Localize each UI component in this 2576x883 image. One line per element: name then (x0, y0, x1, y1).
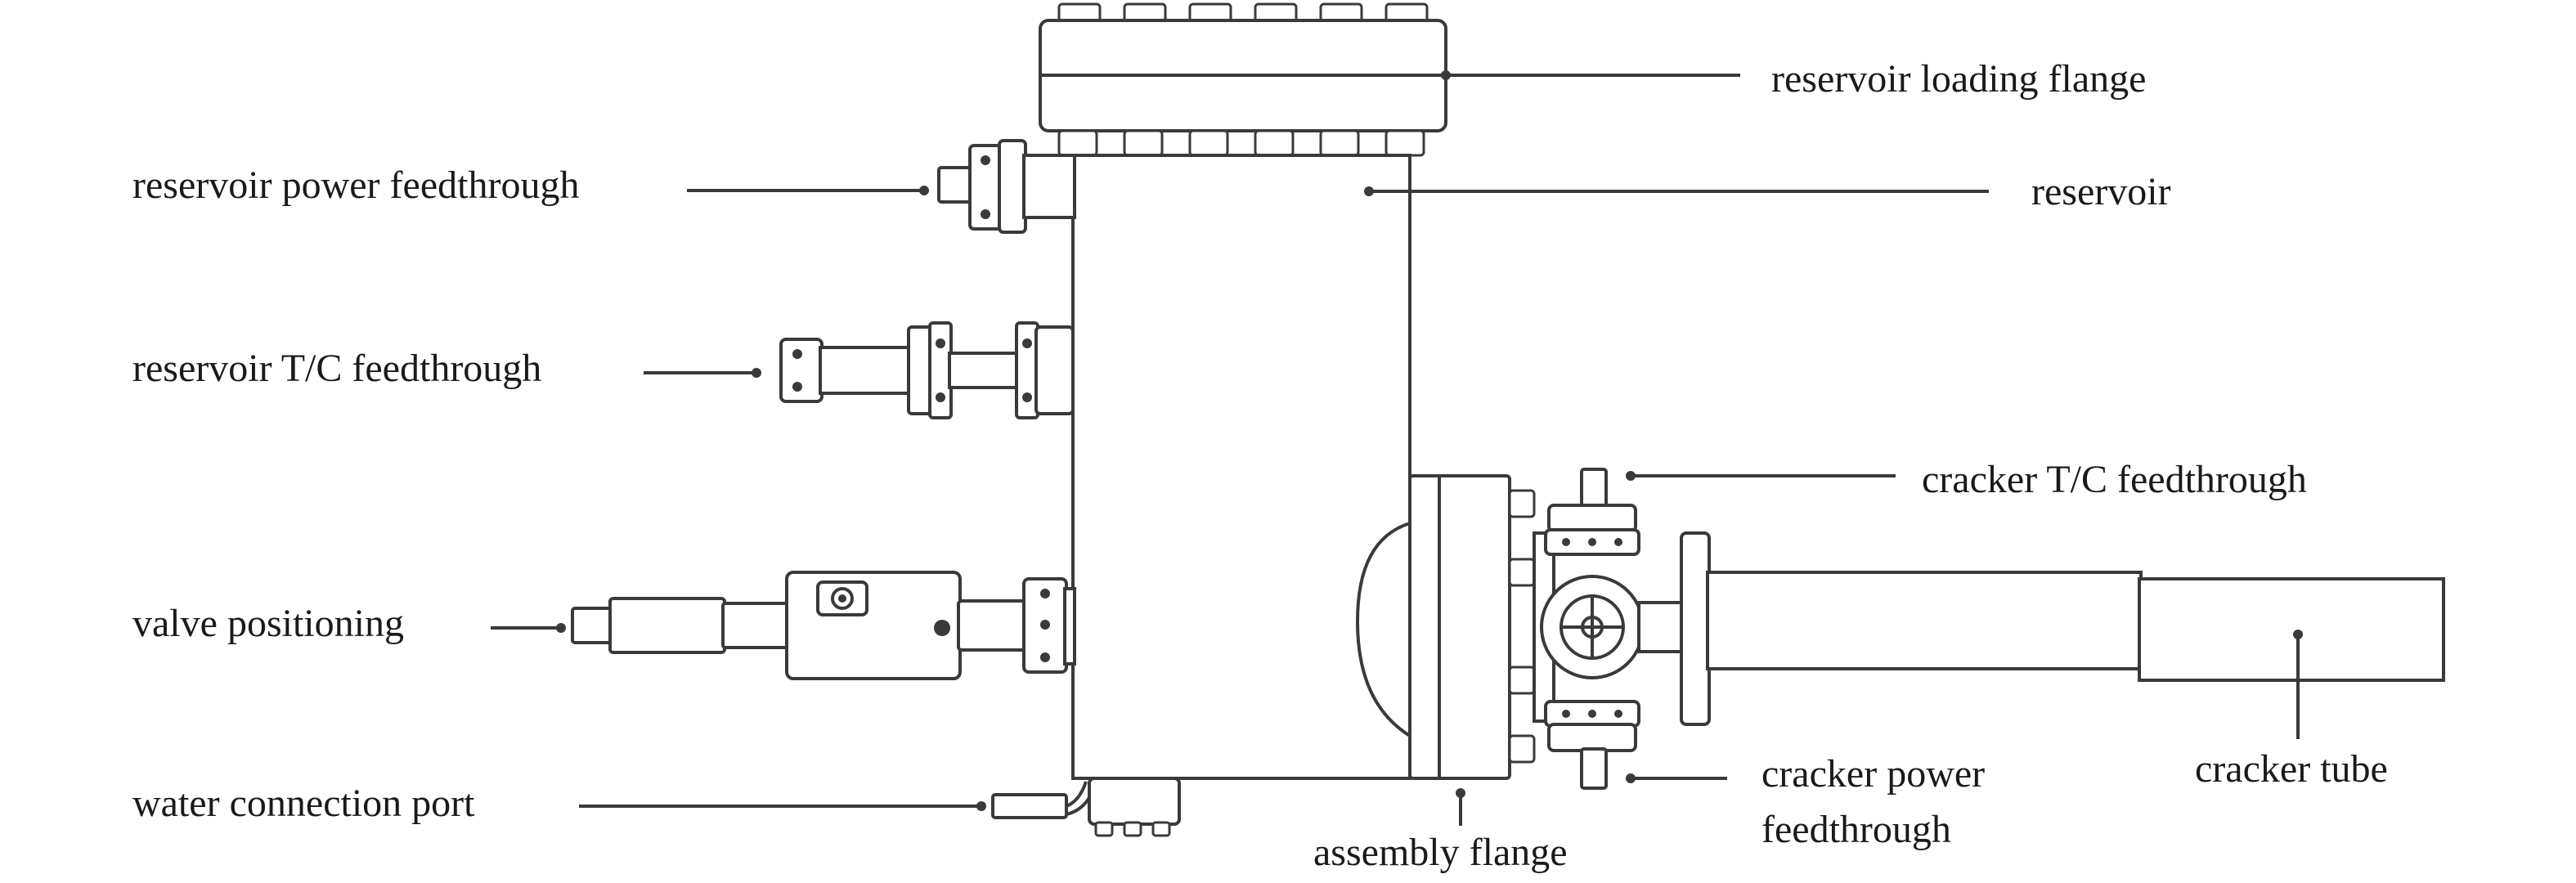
cracker-cross-block (1540, 468, 1683, 790)
reservoir-tc-feedthrough (779, 321, 1075, 419)
label-reservoir-power-feedthrough: reservoir power feedthrough (132, 164, 579, 207)
label-reservoir-loading-flange: reservoir loading flange (1771, 57, 2146, 101)
flange-bottom-bolts (1057, 129, 1425, 157)
label-cracker-power-feedthrough-line1: cracker power (1761, 752, 1985, 796)
valve-positioning-assembly (571, 571, 1076, 680)
leader-lines (491, 70, 2303, 826)
cracker-tc-stub (1580, 468, 1608, 510)
label-cracker-tube: cracker tube (2195, 747, 2388, 791)
label-reservoir-tc-feedthrough: reservoir T/C feedthrough (132, 347, 541, 390)
cracker-power-stub (1580, 747, 1608, 790)
label-assembly-flange: assembly flange (1313, 831, 1568, 874)
label-cracker-tc-feedthrough: cracker T/C feedthrough (1922, 458, 2307, 501)
label-cracker-power-feedthrough-line2: feedthrough (1761, 808, 1951, 851)
reservoir-power-feedthrough (937, 139, 1076, 234)
label-water-connection-port: water connection port (132, 782, 475, 825)
label-reservoir: reservoir (2031, 170, 2171, 213)
reservoir-loading-flange (1039, 2, 1447, 157)
label-valve-positioning: valve positioning (132, 602, 404, 645)
assembly-flange-dome (1355, 521, 1411, 739)
reservoir-body (1071, 154, 1411, 780)
water-connection-port (991, 777, 1181, 837)
labels: reservoir loading flange reservoir power… (132, 57, 2388, 874)
cracker-tube (1680, 531, 2445, 726)
